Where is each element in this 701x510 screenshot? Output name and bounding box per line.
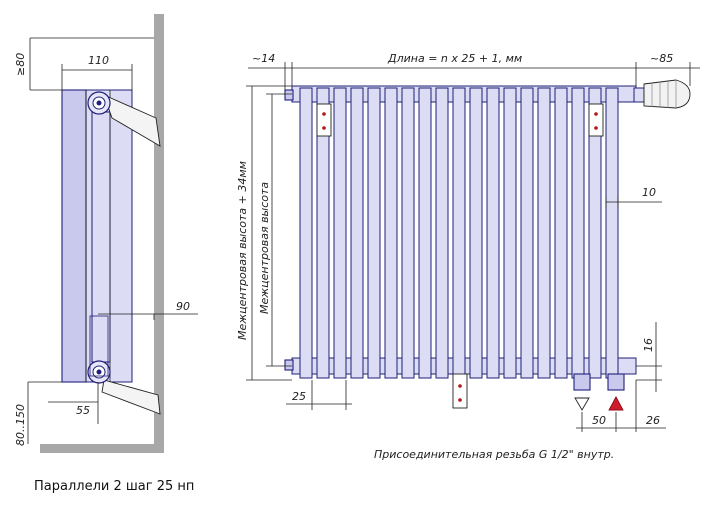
thermostatic-head-icon <box>633 79 691 109</box>
top-bracket <box>103 94 161 147</box>
outlet-fitting <box>573 373 591 391</box>
wall <box>154 14 164 444</box>
dim-clearance-top: ≥80 <box>14 53 27 76</box>
bottom-bracket <box>101 379 161 415</box>
front-view: ~14 Длина = n x 25 + 1, мм ~85 10 Межцен… <box>236 52 700 461</box>
radiator-side-tube-front <box>61 89 87 383</box>
connection-note: Присоединительная резьба G 1/2" внутр. <box>374 448 614 461</box>
dim-bottom-offset: 16 <box>642 338 655 352</box>
dim-right-offset: 26 <box>646 414 660 427</box>
inlet-fitting <box>607 373 625 391</box>
inflow-arrow-icon <box>608 396 624 411</box>
dim-left-end: ~14 <box>252 52 275 65</box>
floor <box>40 444 164 453</box>
tubes <box>299 87 619 379</box>
dim-inlet-offset: 55 <box>76 404 90 417</box>
bracket-left-top <box>316 103 332 137</box>
dim-left-pitch: 25 <box>292 390 306 403</box>
dim-pipe-offset: 90 <box>176 300 190 313</box>
bracket-bottom <box>452 373 468 409</box>
dim-center-height: Межцентровая высота <box>258 182 271 314</box>
dim-right-end: ~85 <box>650 52 673 65</box>
dim-length: Длина = n x 25 + 1, мм <box>387 52 522 65</box>
dim-center-height-plus: Межцентровая высота + 34мм <box>236 161 249 340</box>
dim-connection-spacing: 50 <box>592 414 606 427</box>
dim-tube-diameter: 10 <box>642 186 656 199</box>
diagram-caption: Параллели 2 шаг 25 нп <box>34 479 194 494</box>
bracket-right-top <box>588 103 604 137</box>
dim-floor-gap: 80..150 <box>14 404 27 446</box>
side-view: ≥80 110 90 55 80..150 <box>14 14 198 453</box>
left-plug <box>284 89 294 101</box>
outflow-arrow-icon <box>574 397 590 411</box>
dim-depth: 110 <box>88 54 109 67</box>
radiator-side-tube-back <box>91 111 111 363</box>
